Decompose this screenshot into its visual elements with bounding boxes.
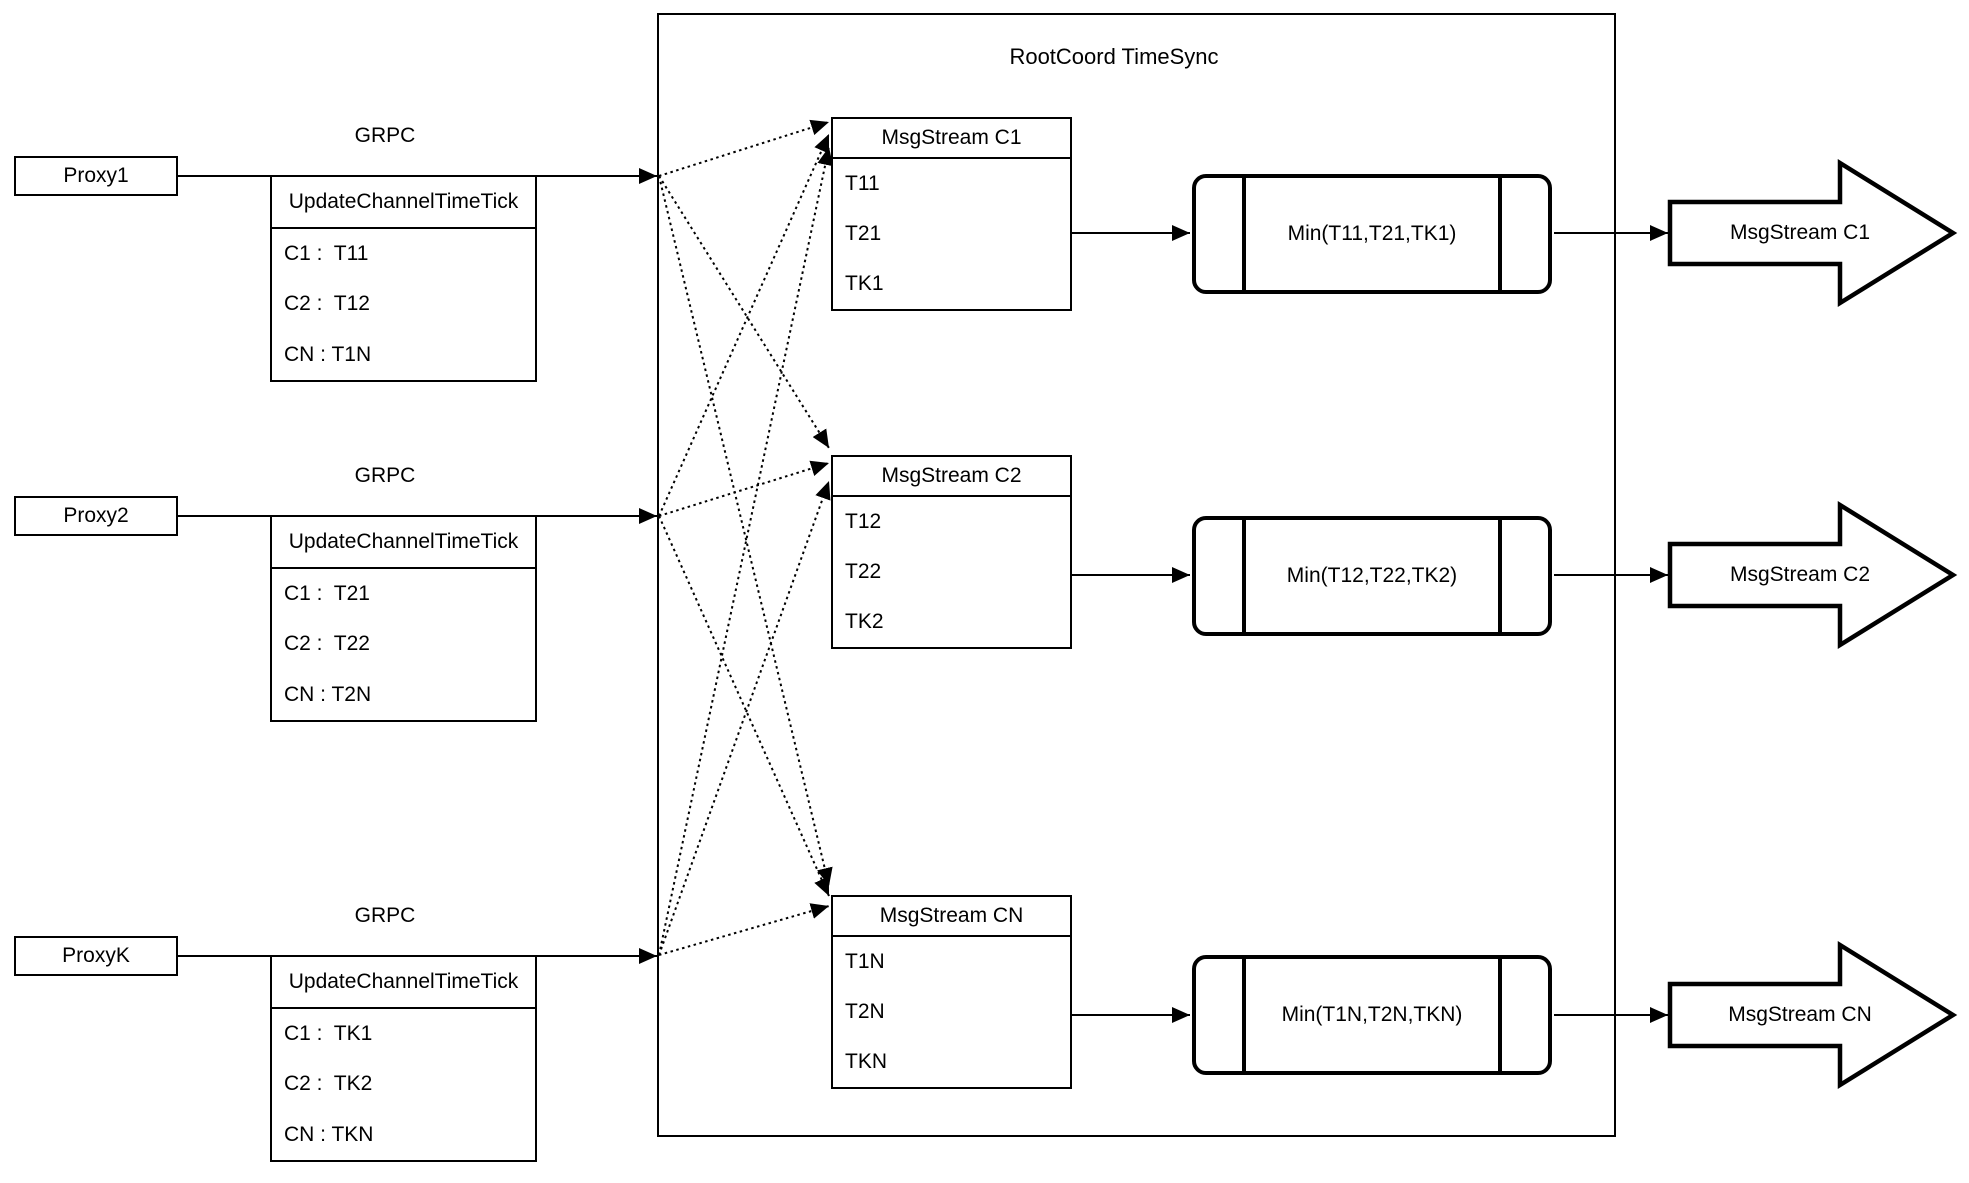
update-channel-timetick-table-2: UpdateChannelTimeTick C1 : T21 C2 : T22 … <box>270 515 537 722</box>
msgstream-c2-table: MsgStream C2 T12 T22 TK2 <box>831 455 1072 649</box>
table-row: CN : TKN <box>284 1122 374 1146</box>
min-node-c2: Min(T12,T22,TK2) <box>1192 516 1552 636</box>
table-row: C1 : T11 <box>284 242 369 266</box>
table-rows: C1 : T21 C2 : T22 CN : T2N <box>272 569 535 720</box>
table-row: C2 : T22 <box>284 632 370 656</box>
min-label-c1: Min(T11,T21,TK1) <box>1287 222 1457 245</box>
table-row: CN : T1N <box>284 342 372 366</box>
table-row: TK2 <box>845 610 884 633</box>
rootcoord-timesync-title: RootCoord TimeSync <box>1009 44 1219 69</box>
table-row: T21 <box>845 222 882 245</box>
output-arrow-shape-c2 <box>1667 500 1958 650</box>
table-rows: C1 : TK1 C2 : TK2 CN : TKN <box>272 1009 535 1160</box>
output-arrow-label-c1: MsgStream C1 <box>1729 221 1871 244</box>
table-row: T12 <box>845 510 882 533</box>
table-rows: C1 : T11 C2 : T12 CN : T1N <box>272 229 535 380</box>
grpc-label-2: GRPC <box>354 464 416 487</box>
table-rows: T11 T21 TK1 <box>833 159 1070 309</box>
min-node-cn: Min(T1N,T2N,TKN) <box>1192 955 1552 1075</box>
divider <box>1498 520 1502 632</box>
table-header: MsgStream C1 <box>833 119 1070 159</box>
proxy2-label: Proxy2 <box>63 504 129 527</box>
table-row: TKN <box>845 1050 887 1073</box>
table-row: C1 : TK1 <box>284 1022 373 1046</box>
msgstream-c1-table: MsgStream C1 T11 T21 TK1 <box>831 117 1072 311</box>
proxy1-box: Proxy1 <box>14 156 178 196</box>
table-header: UpdateChannelTimeTick <box>272 957 535 1009</box>
table-row: CN : T2N <box>284 682 372 706</box>
table-row: T1N <box>845 950 885 973</box>
output-arrow-shape-c1 <box>1667 158 1958 308</box>
output-arrow-label-cn: MsgStream CN <box>1728 1003 1872 1026</box>
divider <box>1242 959 1246 1071</box>
grpc-label-3: GRPC <box>354 904 416 927</box>
fanout-dotted-arrows <box>658 119 834 956</box>
stream-to-min-connectors <box>1072 225 1190 1023</box>
table-row: T22 <box>845 560 882 583</box>
msgstream-cn-table: MsgStream CN T1N T2N TKN <box>831 895 1072 1089</box>
table-header: MsgStream C2 <box>833 457 1070 497</box>
min-node-c1: Min(T11,T21,TK1) <box>1192 174 1552 294</box>
table-row: T11 <box>845 172 880 195</box>
divider <box>1498 959 1502 1071</box>
rootcoord-timesync-container <box>657 13 1616 1137</box>
table-rows: T1N T2N TKN <box>833 937 1070 1087</box>
table-row: C2 : TK2 <box>284 1072 373 1096</box>
min-label-c2: Min(T12,T22,TK2) <box>1286 564 1458 587</box>
table-row: TK1 <box>845 272 884 295</box>
output-arrow-label-c2: MsgStream C2 <box>1729 563 1871 586</box>
proxyk-label: ProxyK <box>62 944 130 967</box>
grpc-label-1: GRPC <box>354 124 416 147</box>
table-header: UpdateChannelTimeTick <box>272 177 535 229</box>
table-header: MsgStream CN <box>833 897 1070 937</box>
min-label-cn: Min(T1N,T2N,TKN) <box>1281 1003 1463 1026</box>
table-rows: T12 T22 TK2 <box>833 497 1070 647</box>
update-channel-timetick-table-3: UpdateChannelTimeTick C1 : TK1 C2 : TK2 … <box>270 955 537 1162</box>
update-channel-timetick-table-1: UpdateChannelTimeTick C1 : T11 C2 : T12 … <box>270 175 537 382</box>
proxy1-label: Proxy1 <box>63 164 129 187</box>
divider <box>1498 178 1502 290</box>
proxyk-box: ProxyK <box>14 936 178 976</box>
divider <box>1242 520 1246 632</box>
table-row: C1 : T21 <box>284 582 370 606</box>
output-arrow-shape-cn <box>1667 940 1958 1090</box>
min-to-output-connectors <box>1554 225 1668 1023</box>
divider <box>1242 178 1246 290</box>
table-row: C2 : T12 <box>284 292 370 316</box>
output-block-arrows <box>1667 158 1958 1090</box>
table-row: T2N <box>845 1000 885 1023</box>
proxy2-box: Proxy2 <box>14 496 178 536</box>
table-header: UpdateChannelTimeTick <box>272 517 535 569</box>
